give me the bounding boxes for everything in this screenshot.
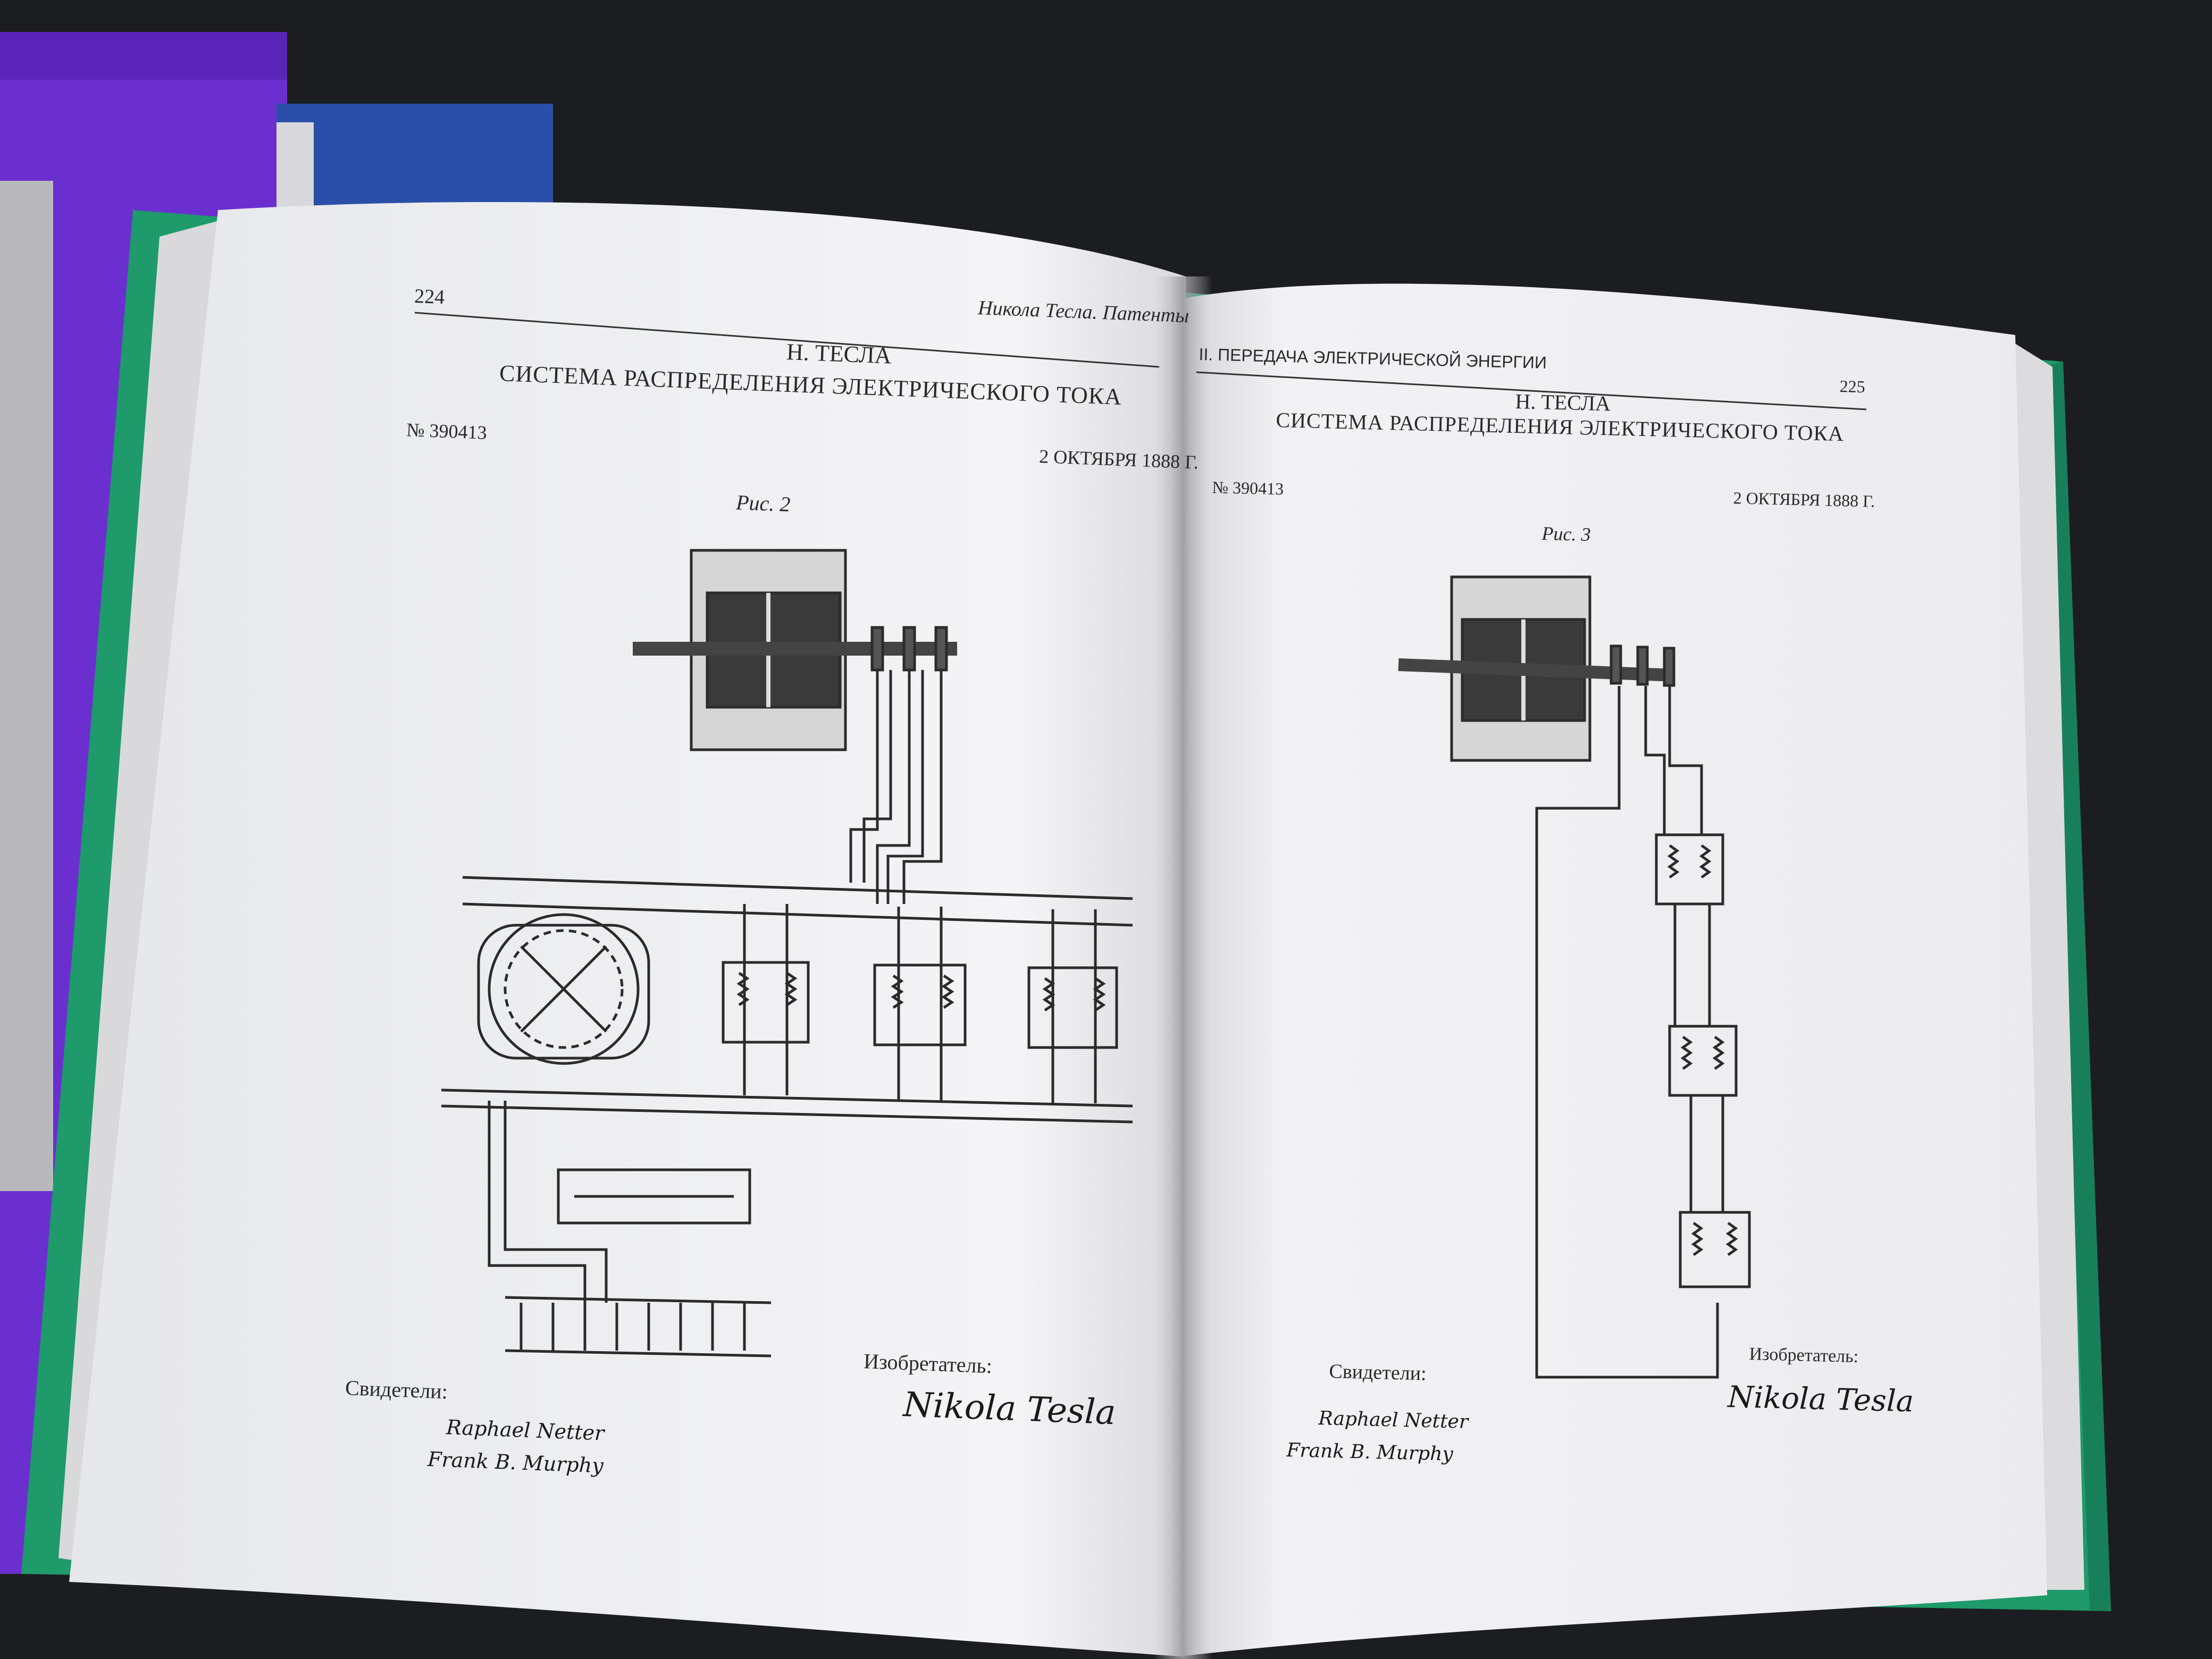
right-witness-signature-2: Frank B. Murphy — [1286, 1439, 1454, 1465]
right-witness-signature-1: Raphael Netter — [1318, 1407, 1469, 1433]
gutter-shadow — [1154, 276, 1212, 1659]
left-inventor-label: Изобретатель: — [863, 1349, 993, 1378]
figure-3-diagram — [1398, 575, 1751, 1379]
grey-paper-stack — [0, 181, 53, 1191]
left-page-number: 224 — [414, 285, 446, 309]
right-author: Н. ТЕСЛА — [1514, 389, 1611, 416]
figure-2-diagram — [441, 549, 1133, 1358]
right-date: 2 ОКТЯБРЯ 1888 Г. — [1733, 488, 1875, 511]
right-inventor-label: Изобретатель: — [1749, 1344, 1859, 1367]
right-figure-caption: Рис. 3 — [1541, 523, 1591, 546]
left-header-rule — [414, 312, 1160, 368]
right-page-number: 225 — [1839, 376, 1866, 397]
left-patent-number: № 390413 — [406, 419, 488, 443]
left-witness-signature-1: Raphael Netter — [446, 1415, 605, 1445]
right-header-rule — [1196, 371, 1867, 410]
right-page — [1180, 283, 2047, 1657]
left-inventor-signature: Nikola Tesla — [902, 1385, 1117, 1433]
purple-folder-shadow — [0, 32, 287, 80]
left-witnesses-label: Свидетели: — [345, 1376, 448, 1404]
left-author: Н. ТЕСЛА — [786, 339, 892, 369]
left-figure-caption: Рис. 2 — [735, 490, 791, 516]
right-witnesses-label: Свидетели: — [1329, 1360, 1427, 1385]
right-patent-number: № 390413 — [1212, 477, 1284, 499]
right-inventor-signature: Nikola Tesla — [1727, 1380, 1914, 1419]
